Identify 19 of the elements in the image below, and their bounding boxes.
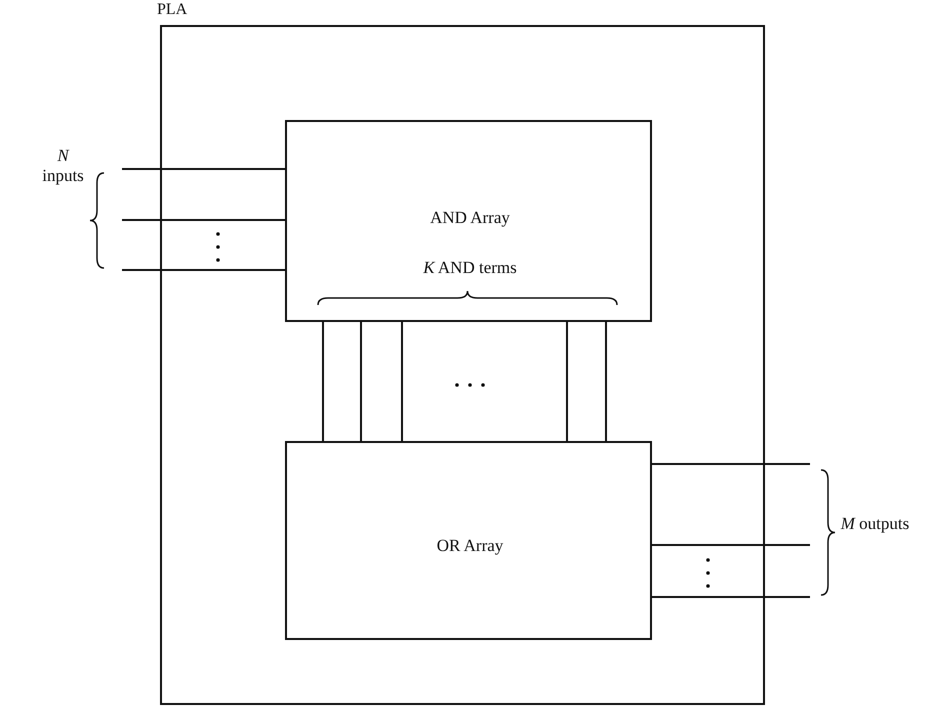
- bus-label: M outputs: [840, 514, 910, 534]
- array-block: [285, 441, 652, 640]
- signal-line: [566, 322, 568, 441]
- brace-label: K AND terms: [423, 258, 517, 278]
- signal-line: [360, 322, 362, 441]
- block-title: OR Array: [436, 536, 504, 556]
- signal-line: [122, 269, 285, 271]
- bus-label: N inputs: [41, 146, 85, 186]
- signal-line: [122, 168, 285, 170]
- signal-line: [652, 596, 810, 598]
- signal-line: [401, 322, 403, 441]
- signal-line: [605, 322, 607, 441]
- frame-heading: PLA: [157, 1, 188, 19]
- signal-line: [122, 219, 285, 221]
- signal-line: [652, 544, 810, 546]
- array-block: [285, 120, 652, 322]
- signal-line: [322, 322, 324, 441]
- block-title: AND Array: [430, 208, 510, 228]
- signal-line: [652, 463, 810, 465]
